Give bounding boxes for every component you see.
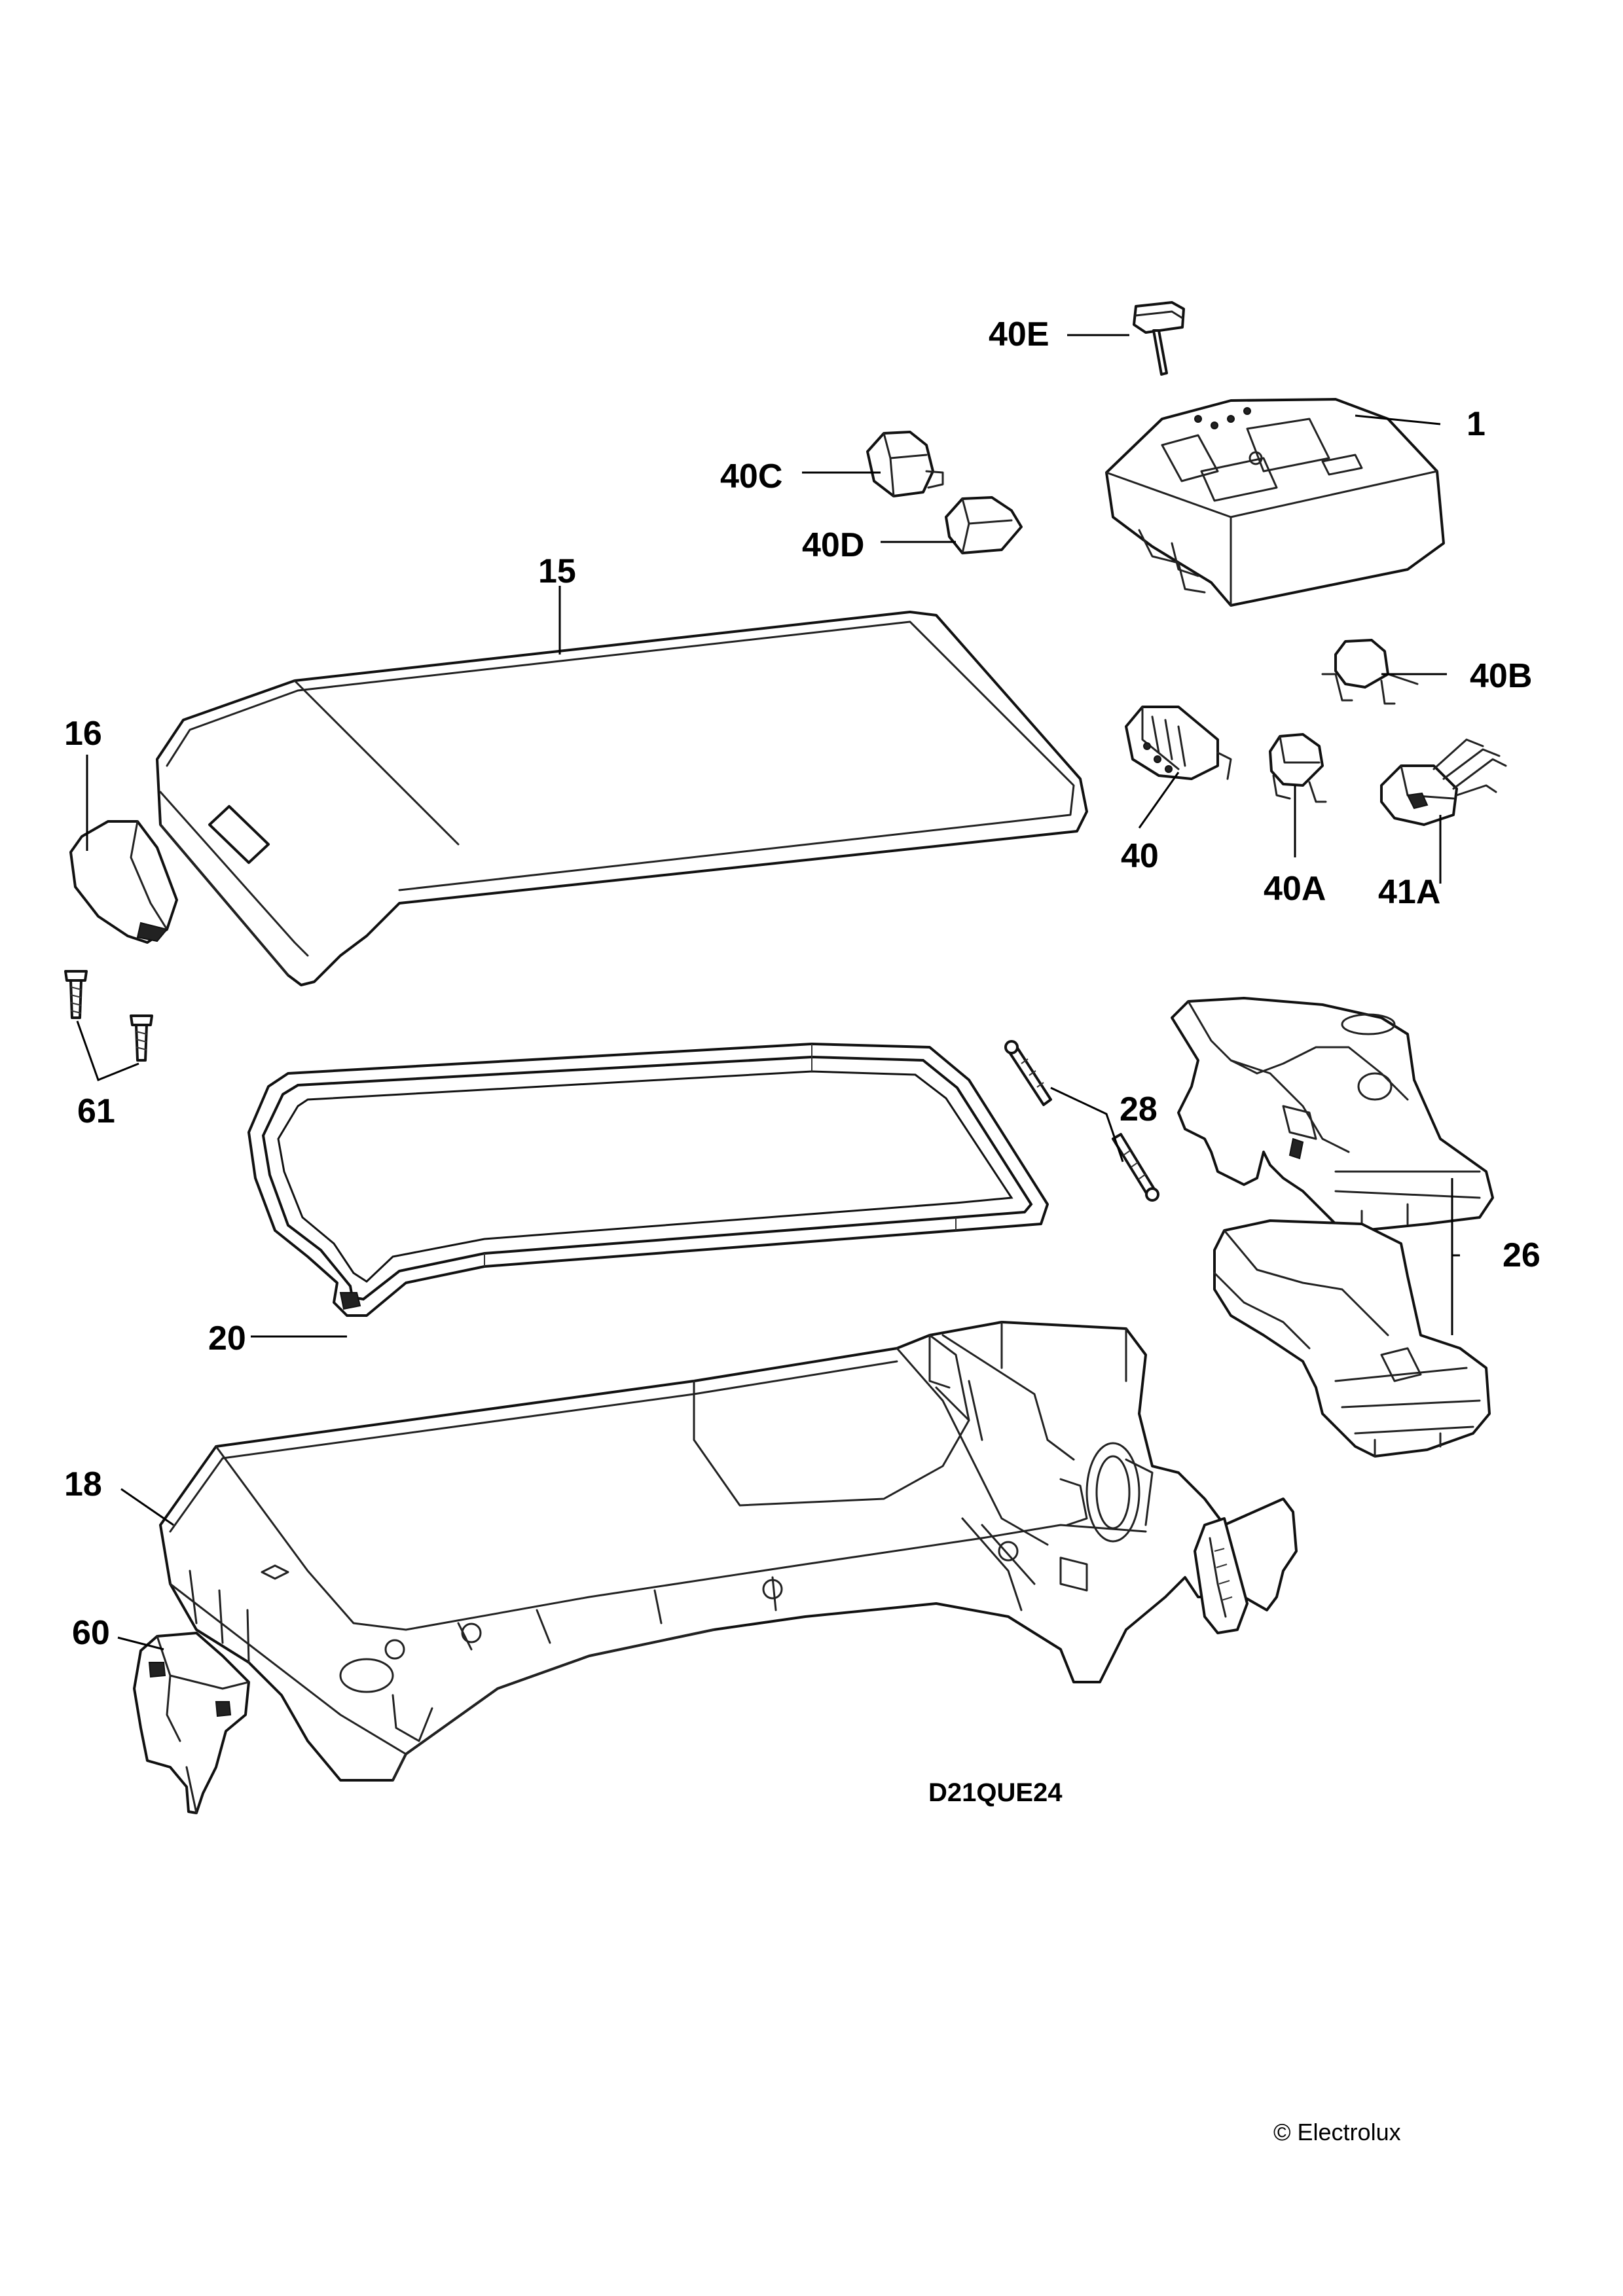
callout-60: 60 (72, 1614, 110, 1652)
part-18-top-frame (159, 1321, 1298, 1782)
part-15-lid (156, 611, 1088, 986)
callout-18: 18 (64, 1465, 102, 1503)
part-26-dispenser-lower (1213, 1219, 1491, 1458)
part-40b-switch (1321, 639, 1419, 705)
callout-61: 61 (77, 1092, 115, 1130)
callout-40: 40 (1121, 837, 1159, 875)
part-40d-button (945, 496, 1023, 554)
callout-15: 15 (538, 552, 576, 590)
callout-41a: 41A (1378, 873, 1440, 911)
part-40c-button (866, 431, 944, 497)
part-40e-drawing (1133, 301, 1185, 376)
part-16-end-cap (69, 820, 178, 944)
callout-40b: 40B (1470, 657, 1532, 695)
callout-40e: 40E (989, 315, 1049, 353)
part-26-dispenser-upper (1171, 997, 1494, 1232)
part-28-pins (1004, 1040, 1159, 1202)
copyright-notice: © Electrolux (1273, 2119, 1401, 2145)
part-1-control-panel (1105, 398, 1445, 607)
callout-1: 1 (1467, 405, 1486, 443)
part-41a-switch (1380, 738, 1507, 826)
part-61-screws (64, 970, 153, 1062)
callout-28: 28 (1120, 1090, 1158, 1128)
callout-40c: 40C (720, 457, 782, 495)
drawing-code: D21QUE24 (928, 1778, 1063, 1807)
part-20-gasket (247, 1043, 1049, 1317)
callout-40d: 40D (802, 526, 864, 564)
leader-lines (76, 334, 1460, 1651)
part-60-lid-lock (133, 1632, 250, 1814)
callout-20: 20 (208, 1319, 246, 1357)
callout-26: 26 (1503, 1236, 1541, 1274)
part-40a-button (1269, 733, 1327, 803)
part-40-button-block (1125, 706, 1232, 780)
callout-16: 16 (64, 715, 102, 753)
callout-40a: 40A (1264, 870, 1326, 908)
